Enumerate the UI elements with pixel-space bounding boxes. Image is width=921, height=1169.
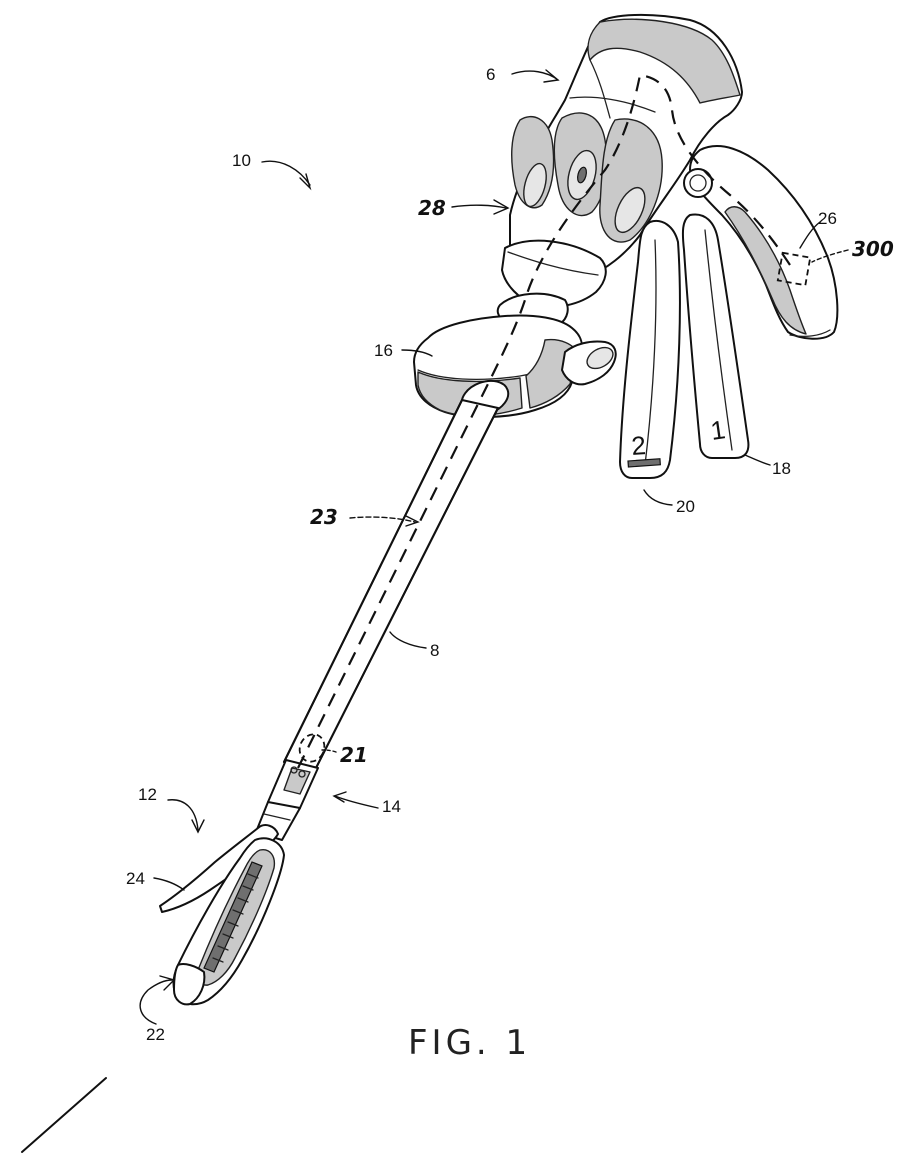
closure-trigger-18: 1 — [683, 214, 749, 458]
end-effector — [160, 825, 284, 1004]
label-12: 12 — [138, 785, 157, 804]
trigger-mark-2: 2 — [630, 430, 647, 461]
label-21: 21 — [340, 743, 368, 767]
rotation-knob — [414, 316, 617, 422]
label-22: 22 — [146, 1025, 165, 1044]
label-23: 23 — [310, 505, 338, 529]
label-10: 10 — [232, 151, 251, 170]
label-18: 18 — [772, 459, 791, 478]
label-26: 26 — [818, 209, 837, 228]
label-14: 14 — [382, 797, 401, 816]
stray-line — [22, 1078, 106, 1152]
label-16: 16 — [374, 341, 393, 360]
elongated-shaft — [284, 400, 498, 775]
label-300: 300 — [852, 237, 894, 261]
label-6: 6 — [486, 65, 495, 84]
figure-caption: FIG. 1 — [408, 1023, 531, 1063]
closure-trigger-20: 2 — [620, 221, 680, 478]
label-20: 20 — [676, 497, 695, 516]
label-24: 24 — [126, 869, 145, 888]
label-28: 28 — [418, 196, 446, 220]
label-8: 8 — [430, 641, 439, 660]
